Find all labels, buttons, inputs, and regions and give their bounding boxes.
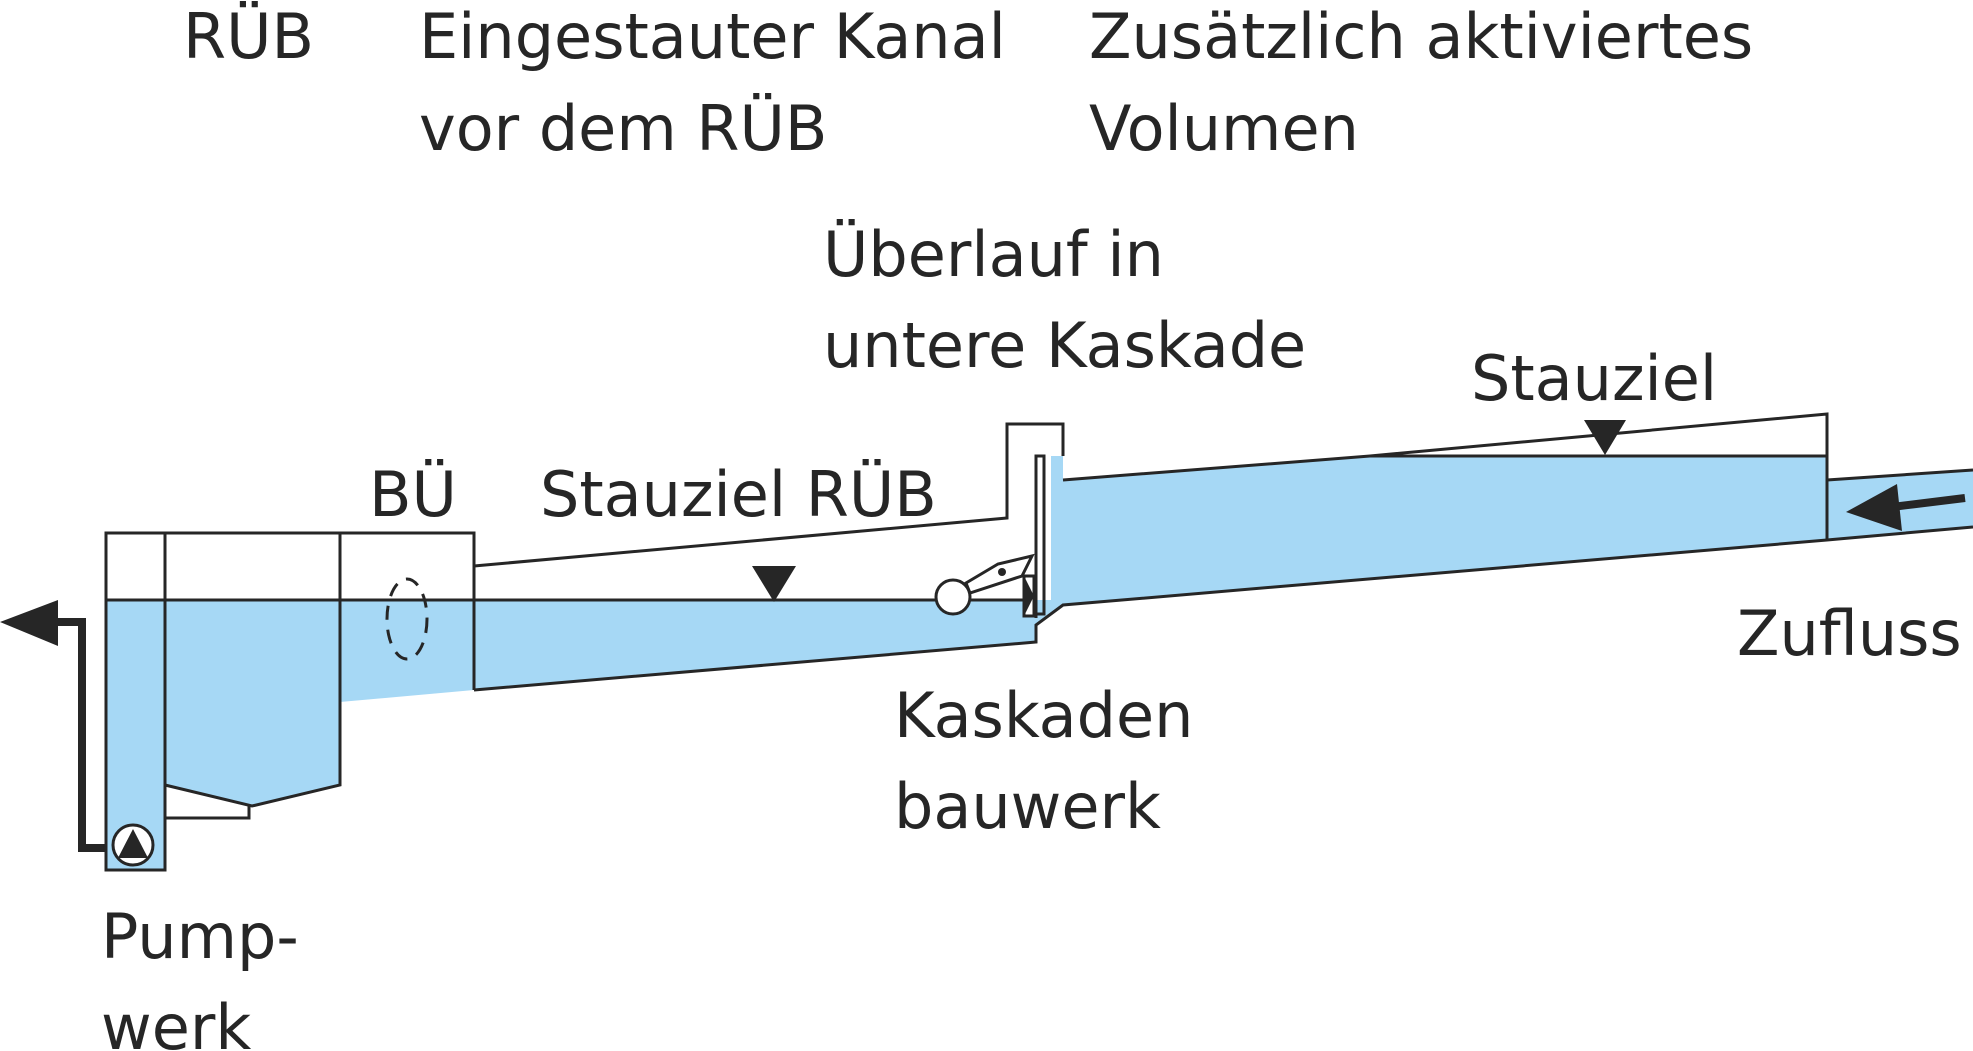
label-kanal-line2: vor dem RÜB [419,92,827,165]
label-rueb: RÜB [183,0,314,73]
water-level-triangle-icon [752,566,796,602]
label-zufluss: Zufluss [1737,597,1962,670]
channel-roof [473,422,1065,568]
rueb-tank [164,531,342,808]
label-ueberlauf-line1: Überlauf in [823,218,1164,291]
bue-overflow-opening [385,577,429,661]
label-volumen-line1: Zusätzlich aktiviertes [1089,0,1753,73]
label-pumpwerk-line2: werk [101,991,251,1051]
storage-volume-roof [1369,412,1829,540]
label-bue: BÜ [369,458,457,531]
label-stauziel: Stauziel [1471,342,1717,415]
rueb-tank-water [165,600,340,806]
water-bodies [106,456,1973,870]
dammed-channel-water [474,600,1036,690]
pump-discharge-line [54,618,106,852]
inflow-pipe [1826,468,1973,482]
cascade-weir-plate [1034,454,1046,616]
label-volumen-line2: Volumen [1089,92,1359,165]
label-pumpwerk-line1: Pump- [101,900,299,973]
rueb-sump [163,785,251,820]
labels: RÜB Eingestauter Kanal vor dem RÜB Zusät… [101,0,1962,1051]
channel-bottom [473,525,1973,692]
label-ueberlauf-line2: untere Kaskade [823,309,1306,382]
inflow-arrow-icon [1846,484,1902,531]
valve-icon [934,553,1036,618]
label-kaskaden-line1: Kaskaden [894,679,1193,752]
label-kanal-line1: Eingestauter Kanal [419,0,1006,73]
outflow-arrow-icon [0,600,58,646]
pump-icon [111,823,155,867]
bue-chamber-water [340,600,474,702]
upper-channel-water [1036,456,1827,625]
label-stauziel-rueb: Stauziel RÜB [540,458,937,531]
inflow-arrow-shaft [1891,494,1966,511]
bue-chamber [338,531,476,702]
pump-well [104,531,167,872]
label-kaskaden-line2: bauwerk [894,770,1161,843]
stauziel-triangle-icon [1584,420,1626,455]
structure-outlines [104,412,1973,872]
